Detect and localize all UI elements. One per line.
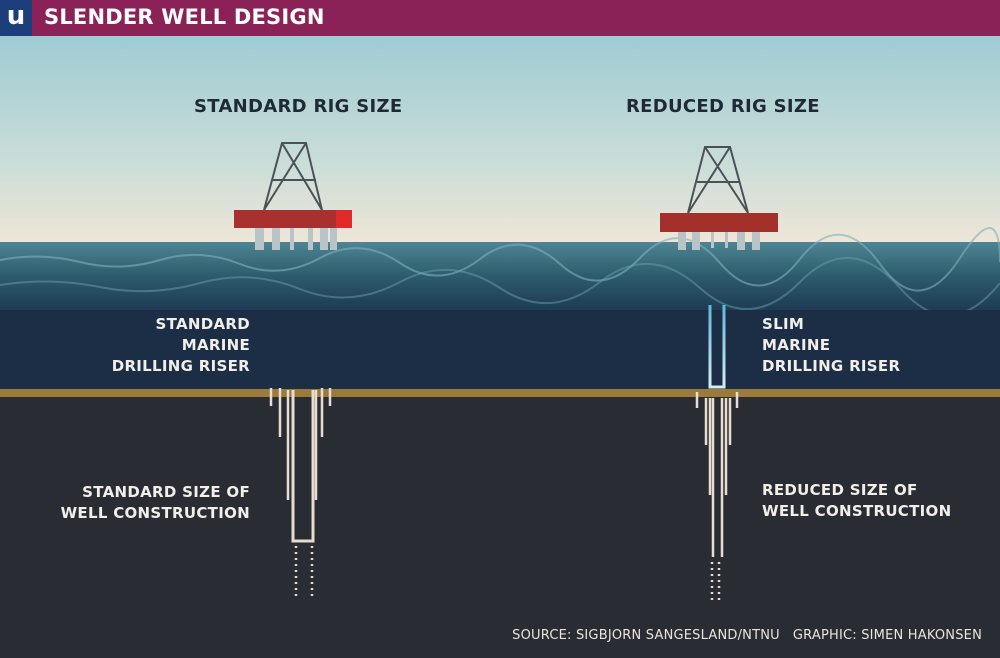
- label-line: DRILLING RISER: [111, 357, 250, 375]
- standard-riser-label: STANDARD MARINE DRILLING RISER: [112, 314, 250, 377]
- label-line: WELL CONSTRUCTION: [60, 504, 250, 522]
- label-line: WELL CONSTRUCTION: [762, 502, 952, 520]
- reduced-rig-heading: REDUCED RIG SIZE: [626, 96, 820, 117]
- deep-water: [0, 310, 1000, 390]
- header-bar: u SLENDER WELL DESIGN: [0, 0, 1000, 36]
- label-line: MARINE: [762, 336, 831, 354]
- label-line: STANDARD: [155, 315, 250, 333]
- waves: [0, 227, 1000, 292]
- standard-rig-heading: STANDARD RIG SIZE: [194, 96, 403, 117]
- reduced-well-label: REDUCED SIZE OF WELL CONSTRUCTION: [762, 480, 951, 522]
- standard-casing: [269, 388, 332, 598]
- slim-riser: [708, 305, 726, 389]
- seabed: [0, 389, 1000, 397]
- source-credit: SOURCE: SIGBJORN SANGESLAND/NTNU GRAPHIC…: [512, 628, 982, 643]
- standard-riser: [284, 305, 315, 390]
- label-line: REDUCED SIZE OF: [762, 481, 918, 499]
- label-line: STANDARD SIZE OF: [82, 483, 250, 501]
- reduced-rig: [660, 146, 778, 250]
- label-line: MARINE: [181, 336, 250, 354]
- slim-riser-label: SLIM MARINE DRILLING RISER: [762, 314, 900, 377]
- reduced-casing: [695, 392, 739, 600]
- label-line: SLIM: [762, 315, 805, 333]
- sea-surface: [0, 242, 1000, 312]
- label-line: DRILLING RISER: [762, 357, 901, 375]
- standard-rig: [234, 142, 352, 250]
- brand-logo: u: [0, 0, 32, 36]
- standard-well-label: STANDARD SIZE OF WELL CONSTRUCTION: [61, 482, 250, 524]
- ground: [0, 397, 1000, 658]
- sky: [0, 36, 1000, 244]
- page-title: SLENDER WELL DESIGN: [44, 5, 325, 29]
